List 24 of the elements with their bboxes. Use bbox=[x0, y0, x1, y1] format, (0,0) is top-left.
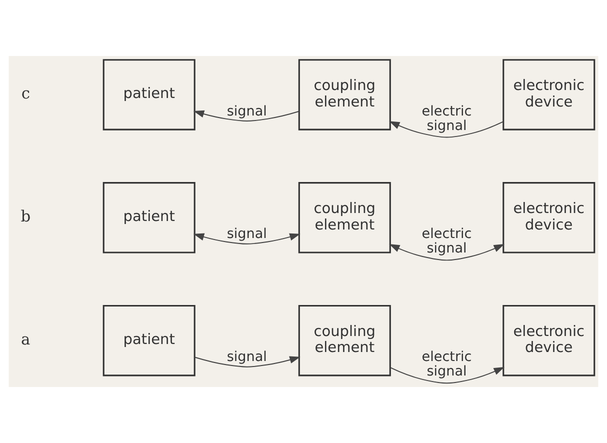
node-box: coupling element bbox=[298, 182, 391, 254]
arrow bbox=[194, 356, 300, 368]
label: c bbox=[21, 84, 30, 102]
edge-label: signal bbox=[226, 349, 267, 366]
node-box: patient bbox=[102, 59, 196, 130]
node-box: electronic device bbox=[502, 59, 596, 130]
node-box: coupling element bbox=[298, 59, 391, 130]
node-box: electronic device bbox=[502, 304, 596, 376]
arrow bbox=[389, 244, 504, 261]
arrow bbox=[193, 110, 300, 122]
arrow bbox=[389, 121, 504, 138]
edge-label: electric signal bbox=[422, 349, 472, 380]
edge-label: signal bbox=[226, 226, 267, 242]
node-box: patient bbox=[102, 182, 196, 254]
node-box: electronic device bbox=[502, 182, 596, 254]
arrow bbox=[390, 366, 504, 384]
edge-label: electric signal bbox=[422, 226, 472, 257]
arrow bbox=[193, 233, 300, 244]
label: b bbox=[20, 207, 31, 226]
node-box: coupling element bbox=[298, 304, 391, 376]
node-box: patient bbox=[102, 304, 196, 376]
label: a bbox=[21, 330, 30, 348]
edge-label: signal bbox=[226, 103, 267, 120]
edge-label: electric signal bbox=[422, 103, 472, 134]
